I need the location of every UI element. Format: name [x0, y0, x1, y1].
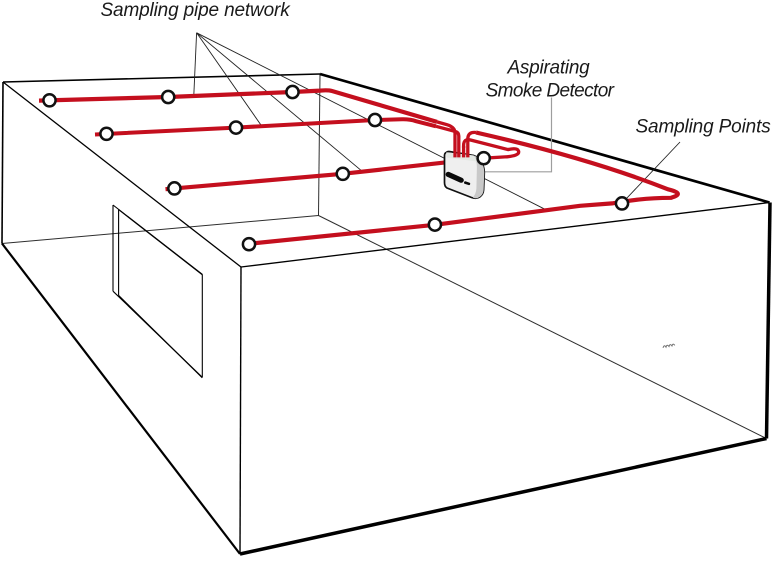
svg-text:Sampling pipe network: Sampling pipe network: [101, 0, 292, 21]
svg-text:Sampling Points: Sampling Points: [636, 117, 772, 138]
svg-text:Smoke Detector: Smoke Detector: [486, 81, 615, 102]
svg-text:Aspirating: Aspirating: [507, 58, 591, 79]
